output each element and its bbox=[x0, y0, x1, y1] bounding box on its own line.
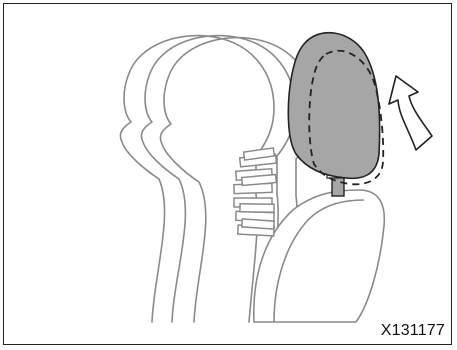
spine-vertebrae bbox=[234, 148, 277, 236]
vertebra bbox=[242, 219, 274, 229]
illustration-frame: X131177 bbox=[3, 3, 452, 345]
vertebra bbox=[240, 204, 274, 213]
figure-code: X131177 bbox=[381, 322, 445, 340]
headrest bbox=[288, 33, 379, 179]
head-restraint-illustration bbox=[4, 4, 453, 346]
curved-arrow-icon bbox=[389, 76, 432, 150]
